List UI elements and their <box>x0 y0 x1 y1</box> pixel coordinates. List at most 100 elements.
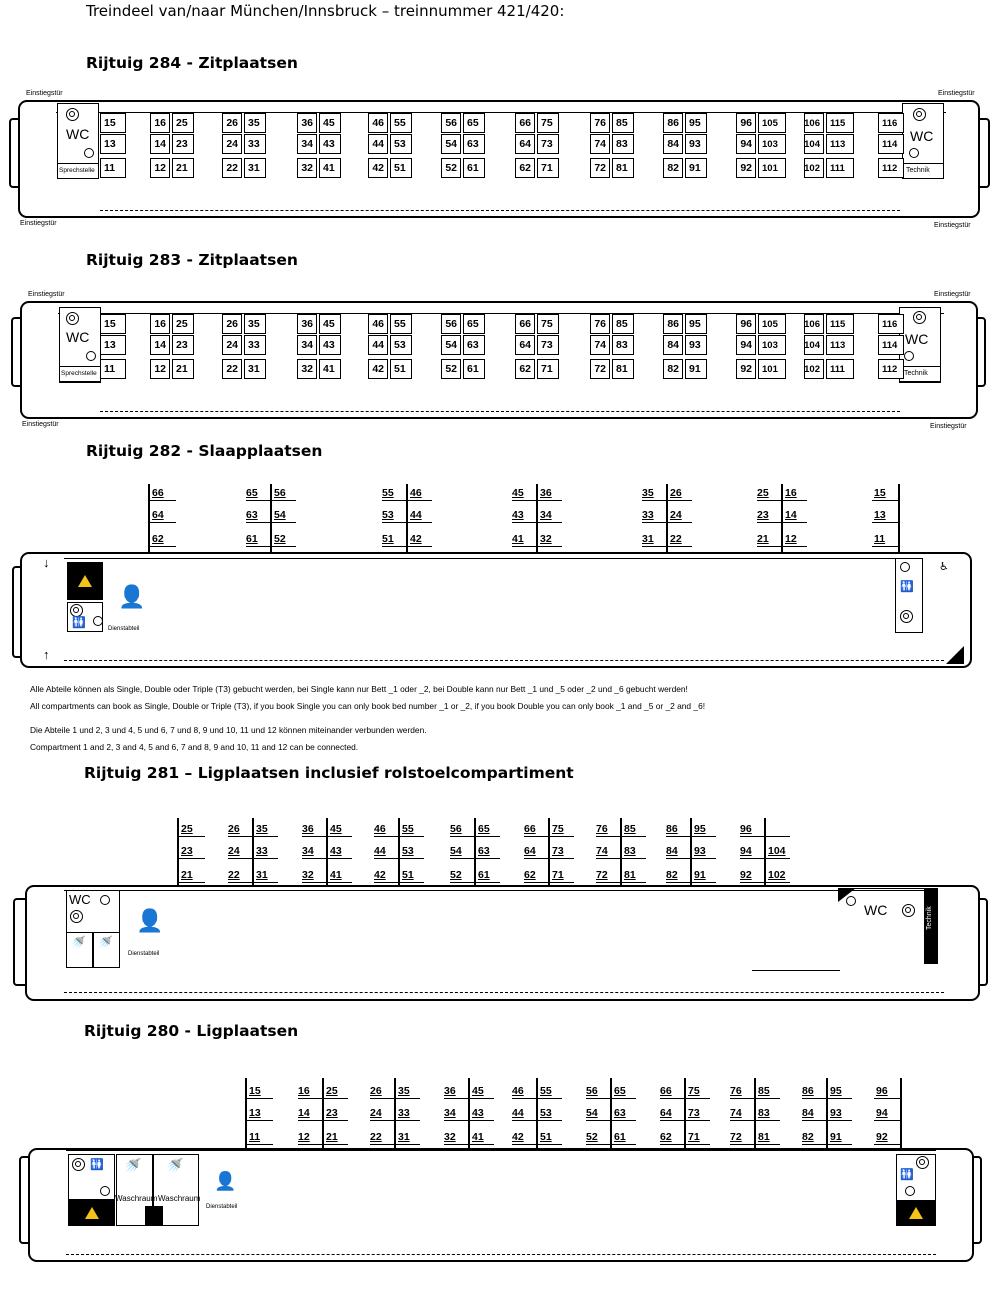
berth-number: 21 <box>181 869 193 881</box>
berth-shelf <box>872 546 898 547</box>
seat: 95 <box>685 314 707 334</box>
coach-284-diagram: Einstiegstür Einstiegstür Einstiegstür E… <box>0 88 1000 238</box>
seat: 31 <box>244 158 266 178</box>
berth-number: 83 <box>758 1107 770 1119</box>
berth-shelf <box>596 836 646 837</box>
berth-number: 102 <box>768 869 786 881</box>
berth-number: 71 <box>688 1131 700 1143</box>
berth-shelf <box>512 1120 562 1121</box>
berth-shelf <box>150 522 176 523</box>
berth-number: 82 <box>802 1131 814 1143</box>
berth-number: 24 <box>228 845 240 857</box>
berth-number: 16 <box>298 1085 310 1097</box>
berth-number: 64 <box>524 845 536 857</box>
washbasin-icon <box>913 311 926 324</box>
berth-shelf <box>660 1120 710 1121</box>
seat: 83 <box>612 335 634 355</box>
berth-number: 11 <box>249 1131 261 1143</box>
berth-number: 45 <box>512 487 524 499</box>
berth-number: 25 <box>181 823 193 835</box>
seat: 74 <box>590 335 610 355</box>
page-title: Treindeel van/naar München/Innsbruck – t… <box>86 2 565 20</box>
berth-post <box>398 818 400 890</box>
berth-number: 52 <box>274 533 286 545</box>
berth-shelf <box>179 858 205 859</box>
washbasin-icon <box>70 910 83 923</box>
seat: 15 <box>100 314 126 334</box>
seat: 112 <box>878 359 904 379</box>
berth-number: 45 <box>472 1085 484 1097</box>
seat: 51 <box>390 359 412 379</box>
seat: 35 <box>244 113 266 133</box>
seat: 26 <box>222 113 242 133</box>
berth-shelf <box>524 858 574 859</box>
berth-number: 53 <box>402 845 414 857</box>
berth-shelf <box>382 500 432 501</box>
seat: 33 <box>244 134 266 154</box>
seat: 116 <box>878 113 904 133</box>
seat: 63 <box>463 134 485 154</box>
door-label: Einstiegstür <box>22 421 59 428</box>
berth-number: 44 <box>374 845 386 857</box>
seat: 14 <box>150 335 170 355</box>
washbasin-icon <box>913 108 926 121</box>
berth-number: 44 <box>512 1107 524 1119</box>
seat: 75 <box>537 113 559 133</box>
seat: 35 <box>244 314 266 334</box>
seat: 71 <box>537 158 559 178</box>
berth-shelf <box>730 1144 780 1145</box>
seat: 52 <box>441 158 461 178</box>
seat: 72 <box>590 359 610 379</box>
berth-post <box>548 818 550 890</box>
berth-post <box>148 484 150 554</box>
seat: 56 <box>441 113 461 133</box>
berth-shelf <box>246 500 296 501</box>
berth-number: 76 <box>596 823 608 835</box>
seat: 15 <box>100 113 126 133</box>
berth-shelf <box>596 858 646 859</box>
berth-number: 33 <box>398 1107 410 1119</box>
compartment-wall <box>752 970 840 971</box>
seat: 62 <box>515 359 535 379</box>
attendant-icon: 👤 <box>118 584 146 609</box>
seat: 55 <box>390 314 412 334</box>
note-de-1: Alle Abteile können als Single, Double o… <box>30 684 688 694</box>
berth-number: 56 <box>274 487 286 499</box>
berth-post <box>245 1078 247 1152</box>
berth-shelf <box>444 1098 494 1099</box>
seat: 23 <box>172 335 194 355</box>
seat: 45 <box>319 314 341 334</box>
berth-number: 86 <box>802 1085 814 1097</box>
seat: 103 <box>758 335 786 355</box>
berth-number: 12 <box>298 1131 310 1143</box>
seat: 33 <box>244 335 266 355</box>
berth-post <box>666 484 668 554</box>
berth-number: 41 <box>472 1131 484 1143</box>
accessible-icon: ♿ <box>939 561 949 573</box>
berth-shelf <box>512 500 562 501</box>
seat: 11 <box>100 158 126 178</box>
seat: 64 <box>515 134 535 154</box>
berth-shelf <box>246 546 296 547</box>
hand-wash-icon: 🚿 <box>166 1157 184 1173</box>
berth-number: 91 <box>830 1131 842 1143</box>
seat: 26 <box>222 314 242 334</box>
seat: 84 <box>663 335 683 355</box>
berth-number: 63 <box>614 1107 626 1119</box>
berth-shelf <box>642 500 692 501</box>
berth-post <box>620 818 622 890</box>
berth-number: 54 <box>586 1107 598 1119</box>
berth-number: 34 <box>540 509 552 521</box>
seat: 46 <box>368 314 388 334</box>
wc-room-right-top <box>838 888 934 889</box>
berth-shelf <box>757 522 807 523</box>
berth-number: 46 <box>410 487 422 499</box>
berth-number: 74 <box>730 1107 742 1119</box>
berth-shelf <box>740 836 790 837</box>
berth-shelf <box>382 522 432 523</box>
seat: 34 <box>297 335 317 355</box>
